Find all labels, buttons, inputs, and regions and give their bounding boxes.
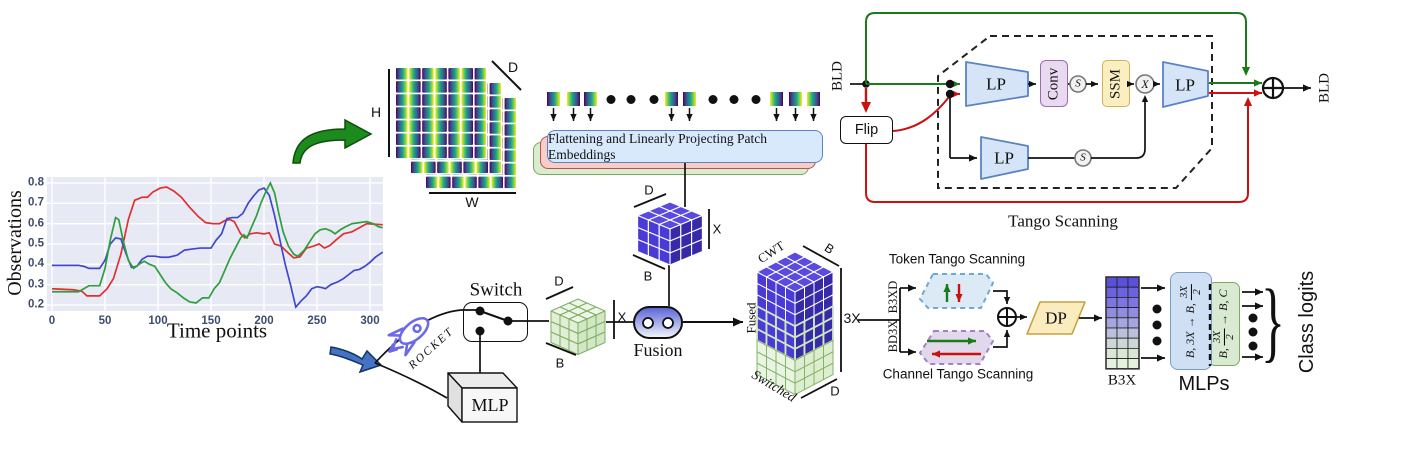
tango-scanning-block [850,12,1311,203]
switch-label: Switch [469,279,523,301]
silu-icon: S [1075,77,1081,90]
depth-label-patches: D [507,59,519,75]
d-label-blue-cube: D [644,182,654,198]
mlps-label: MLPs [1178,373,1230,395]
conv-box: Conv [1040,60,1068,107]
time-series-plot [47,177,383,311]
axis-tick-label: 0.3 [28,277,44,290]
multiply-icon: X [1141,77,1149,91]
flatten-box: Flattening and Linearly Projecting Patch… [547,130,823,163]
patch-embedding-grid [388,60,522,194]
lp3-label: LP [994,148,1014,168]
ssm-box: SSM [1102,60,1130,107]
token-strip-row [547,92,820,121]
height-label: H [370,104,382,120]
conv-label: Conv [1045,67,1062,100]
lp1-label: LP [986,74,1006,94]
silu2-icon: S [1080,151,1086,164]
switched-label: Switched [749,366,799,405]
tango-scanning-label: Tango Scanning [1008,211,1118,231]
flip-box: Flip [840,116,893,144]
flow-arrows [292,118,476,399]
cwt-label: CWT [754,237,788,267]
x-label-blue-cube: X [712,221,722,237]
ssm-label: SSM [1107,68,1124,99]
green-arrow-icon [292,118,373,164]
axis-tick-label: 0.5 [28,237,44,250]
axis-tick-label: 100 [148,315,168,327]
bld-output-label: BLD [1316,73,1333,103]
axis-tick-label: 0.2 [28,298,44,311]
switch-box [463,302,528,342]
class-logits-label: Class logits [1296,270,1318,374]
xaxis-title: Time points [166,318,268,343]
bld-input-label: BLD [829,61,846,91]
axis-tick-label: 50 [98,315,112,327]
channel-scanning-label: Channel Tango Scanning [882,366,1034,382]
fusion-box [633,306,683,339]
rocket-label: ROCKET [406,325,457,372]
token-scanning-label: Token Tango Scanning [888,251,1026,267]
width-label: W [465,194,479,210]
b-label-stack: B [821,240,837,257]
d-label-green-cube: D [554,273,564,289]
yaxis-title: Observations [4,190,26,296]
b-label-green-cube: B [555,355,565,371]
bd3x-label: BD3X [885,319,900,353]
b-label-blue-cube: B [643,268,653,284]
axis-tick-label: 0 [48,315,56,327]
axis-tick-label: 250 [307,315,327,327]
d-label-stack: D [830,383,840,399]
mlp-label: MLP [471,395,509,415]
axis-tick-label: 0.7 [28,196,44,209]
blue-arrow-icon [329,346,383,374]
dp-label: DP [1045,308,1067,328]
flatten-label: Flattening and Linearly Projecting Patch… [548,130,767,162]
axis-tick-label: 0.6 [28,216,44,229]
axis-tick-label: 0.8 [28,176,44,189]
axis-tick-label: 0.4 [28,257,44,270]
fused-label: Fused [743,302,759,334]
three-x-label: 3X [843,310,861,326]
brace-glyph: } [1261,272,1285,371]
axis-tick-label: 300 [360,315,380,327]
axis-tick-label: 150 [201,315,221,327]
x-label-green-cube: X [617,309,627,325]
b3xd-label: B3XD [885,280,900,314]
b3x-label: B3X [1107,372,1137,389]
fusion-label: Fusion [633,340,683,360]
lp2-label: LP [1175,75,1195,95]
axis-tick-label: 200 [254,315,274,327]
flip-label: Flip [854,122,879,138]
